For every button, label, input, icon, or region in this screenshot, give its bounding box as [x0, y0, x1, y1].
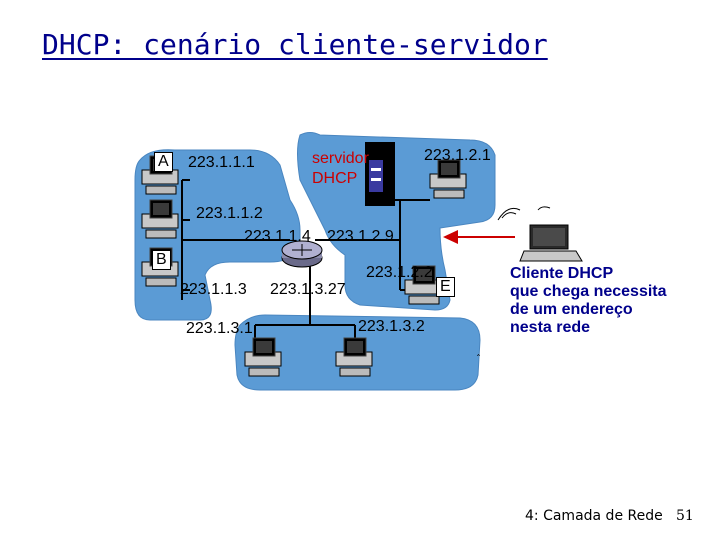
ip-label: 223.1.1.1	[188, 154, 255, 171]
note-line: de um endereço	[510, 301, 633, 318]
dhcp-server-icon	[365, 142, 395, 206]
ip-label: 223.1.2.2	[366, 264, 433, 281]
page-number: 51	[676, 508, 694, 524]
computer-icon	[429, 159, 467, 199]
computer-icon	[404, 265, 442, 305]
computer-icon	[244, 337, 282, 377]
note-line: nesta rede	[510, 319, 591, 336]
ip-label: 223.1.3.27	[270, 281, 346, 298]
note-line: que chega necessita	[510, 283, 667, 300]
ip-label: 223.1.2.1	[424, 147, 491, 164]
server-label-line2: DHCP	[312, 170, 358, 187]
dhcp-client-note: Cliente DHCP que chega necessita de um e…	[510, 265, 667, 337]
ip-label: 223.1.1.3	[180, 281, 247, 298]
laptop-icon	[519, 224, 583, 262]
server-label-line1: servidor	[312, 150, 369, 167]
network-links	[181, 179, 430, 345]
ip-label: 223.1.2.9	[327, 228, 394, 245]
arrow-icon	[443, 230, 515, 244]
computer-icon	[141, 199, 179, 239]
host-a-label: A	[154, 152, 173, 172]
small-mark: ˆ	[476, 353, 481, 365]
router-icon	[281, 240, 323, 268]
computer-icon	[335, 337, 373, 377]
slide-title: DHCP: cenário cliente-servidor	[42, 28, 548, 61]
host-b-label: B	[152, 250, 171, 270]
ip-label: 223.1.1.2	[196, 205, 263, 222]
ip-label: 223.1.1.4	[244, 228, 311, 245]
host-e-label: E	[436, 277, 455, 297]
chapter-footer: 4: Camada de Rede	[525, 508, 663, 524]
note-line: Cliente DHCP	[510, 265, 614, 282]
ip-label: 223.1.3.2	[358, 318, 425, 335]
wireless-signal-icon	[497, 206, 551, 221]
ip-label: 223.1.3.1	[186, 320, 253, 337]
